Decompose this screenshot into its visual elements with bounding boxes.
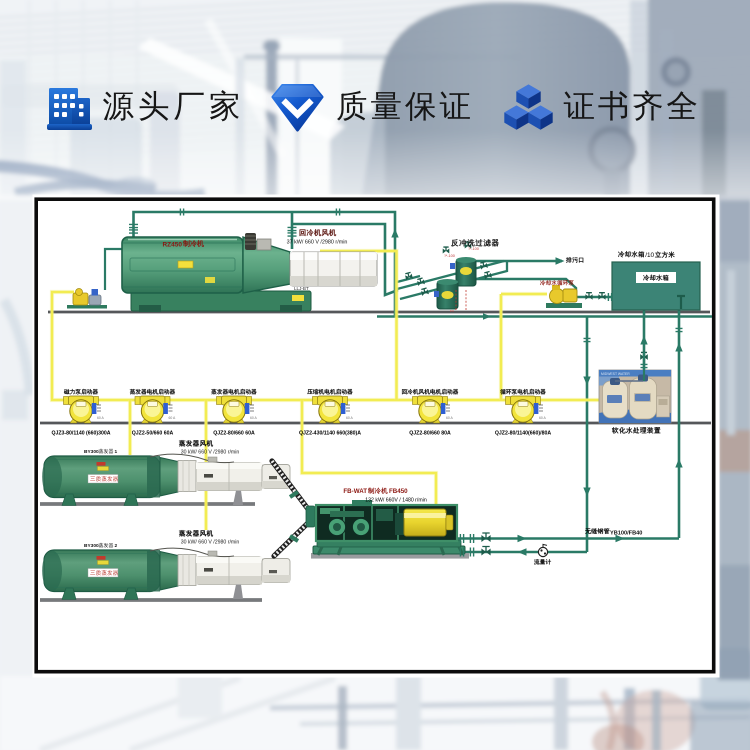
svg-text:'/*-100: '/*-100	[444, 254, 455, 258]
svg-text:132 kW/ 660V / 1480 r/min: 132 kW/ 660V / 1480 r/min	[365, 498, 427, 504]
svg-text:60 A: 60 A	[346, 416, 354, 420]
svg-text:QJZ3-80/1140 (660)300A: QJZ3-80/1140 (660)300A	[51, 431, 110, 437]
svg-text:FB450: FB450	[389, 488, 408, 495]
svg-text:QJZ2-50/660 60A: QJZ2-50/660 60A	[132, 431, 174, 437]
svg-text:QJZ2-80/660 80A: QJZ2-80/660 80A	[409, 431, 451, 437]
svg-text:60 A: 60 A	[97, 416, 105, 420]
svg-text:QJZ2-80/660 60A: QJZ2-80/660 60A	[213, 431, 255, 437]
svg-text:QJZ2-430/1140 660(380)A: QJZ2-430/1140 660(380)A	[299, 431, 361, 437]
svg-text:30 kW/ 660 V /2980 r/min: 30 kW/ 660 V /2980 r/min	[181, 450, 240, 456]
svg-text:60 A: 60 A	[250, 416, 258, 420]
svg-text:'/*-100: '/*-100	[468, 247, 479, 251]
svg-text:/10: /10	[645, 252, 654, 259]
svg-text:YB100/FB40: YB100/FB40	[610, 531, 642, 537]
svg-text:2: 2	[115, 543, 118, 549]
svg-text:30 kW/ 660 V /2980 r/min: 30 kW/ 660 V /2980 r/min	[181, 540, 240, 546]
svg-text:60 A: 60 A	[169, 416, 177, 420]
svg-text:37 kW/ 660 V /2980 r/min: 37 kW/ 660 V /2980 r/min	[287, 240, 348, 246]
svg-text:BY300: BY300	[84, 543, 99, 549]
svg-text:1: 1	[115, 449, 118, 455]
svg-text:60 A: 60 A	[539, 416, 547, 420]
svg-text:60 A: 60 A	[446, 416, 454, 420]
svg-text:BY300: BY300	[84, 449, 99, 455]
svg-text:▪▪▪: ▪▪▪	[450, 309, 455, 313]
svg-text:FB-WAT: FB-WAT	[343, 488, 367, 495]
svg-text:QJZ2-80/1140(660)/80A: QJZ2-80/1140(660)/80A	[495, 431, 551, 437]
svg-text:RZ450: RZ450	[162, 242, 182, 249]
svg-text:MIDWEST WATER: MIDWEST WATER	[601, 372, 630, 376]
svg-text:LLJ-BT: LLJ-BT	[294, 286, 309, 291]
